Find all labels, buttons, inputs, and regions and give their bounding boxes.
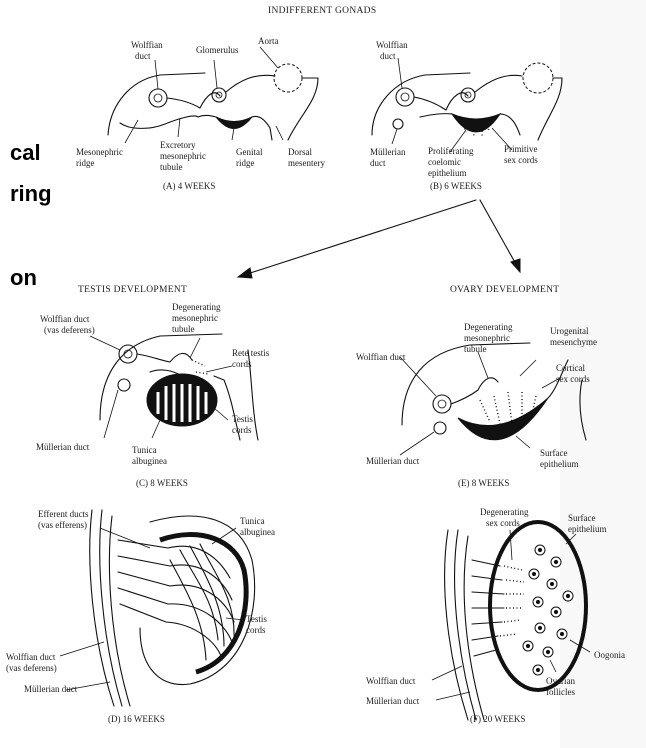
wolffian-duct-shape-c: [118, 344, 138, 364]
body-wall-outline: [107, 72, 206, 136]
coelomic-lining-c: [149, 369, 241, 441]
tunica-outline-d: [139, 515, 256, 686]
body-wall-outline-e: [401, 342, 531, 426]
mullerian-duct-shape-c: [117, 378, 131, 392]
label-glomerulus: Glomerulus: [196, 45, 239, 55]
rete-lines-f: [471, 559, 505, 657]
caption-f: (F) 20 WEEKS: [470, 714, 525, 724]
wolffian-duct-shape-b: [395, 87, 415, 107]
ovary-outline-f: [488, 520, 588, 692]
title-indifferent-gonads: INDIFFERENT GONADS: [268, 6, 376, 16]
coelomic-lining: [197, 114, 273, 141]
arrow-to-testis: [243, 199, 477, 276]
aorta-shape: [273, 63, 303, 93]
label-mullerian-c: Müllerian duct: [36, 442, 90, 452]
duct-lines-f: [444, 529, 485, 721]
wolffian-duct-shape-e: [432, 394, 452, 414]
caption-a: (A) 4 WEEKS: [163, 181, 215, 191]
heading-testis-development: TESTIS DEVELOPMENT: [78, 285, 187, 295]
label-wolffian-c: Wolffian duct(vas deferens): [40, 314, 95, 335]
heading-ovary-development: OVARY DEVELOPMENT: [450, 285, 559, 295]
surface-epithelium-shape-e: [457, 397, 549, 441]
panel-c: Wolffian duct(vas deferens) Degenerating…: [36, 302, 270, 488]
label-aorta: Aorta: [258, 36, 279, 46]
body-wall-outline-c: [99, 333, 223, 421]
slide-fragment-1: cal: [10, 140, 41, 165]
testis-cords-shape-d: [169, 543, 235, 661]
label-wolffian-d: Wolffian duct(vas deferens): [6, 652, 57, 673]
label-mullerian-f: Müllerian duct: [366, 696, 420, 706]
caption-c: (C) 8 WEEKS: [136, 478, 188, 488]
slide-fragment-2: ring: [10, 181, 52, 206]
arrow-to-ovary: [479, 199, 518, 267]
caption-d: (D) 16 WEEKS: [108, 714, 165, 724]
dorsal-wall: [287, 77, 319, 141]
body-wall-outline-b: [371, 72, 471, 136]
label-efferent: Efferent ducts(vas efferens): [38, 509, 89, 530]
caption-b: (B) 6 WEEKS: [430, 181, 482, 191]
ovarian-follicles-shape: [522, 544, 574, 676]
mesonephric-ridge-outline: [119, 115, 199, 129]
tunica-albuginea-shape-d: [159, 532, 249, 675]
scan-shading: [560, 0, 646, 748]
glomerulus-shape: [211, 87, 227, 103]
testis-cords-shape-c: [156, 384, 208, 422]
cortical-sex-cords-shape-e: [479, 391, 537, 425]
development-arrows: [236, 199, 521, 279]
aorta-shape-b: [522, 62, 554, 94]
genital-ridge-shape: [215, 116, 253, 129]
caption-e: (E) 8 WEEKS: [458, 478, 509, 488]
duct-lines-d: [89, 509, 131, 707]
label-mullerian-d: Müllerian duct: [24, 684, 78, 694]
tubule-b: [413, 92, 469, 111]
label-mullerian-e: Müllerian duct: [366, 456, 420, 466]
mullerian-duct-shape-b: [392, 118, 404, 130]
efferent-ducts-shape: [117, 539, 235, 661]
label-oogonia: Oogonia: [594, 650, 625, 660]
label-wolffian-e: Wolffian duct: [356, 352, 406, 362]
glomerular-vessel: [225, 74, 276, 93]
degenerating-cords-shape-f: [499, 565, 525, 637]
slide-fragment-3: on: [10, 265, 37, 290]
excretory-tubule-shape: [166, 92, 221, 109]
mullerian-duct-shape-e: [433, 421, 447, 435]
label-wolffian-f: Wolffian duct: [366, 676, 416, 686]
degenerating-tubule-c: [136, 352, 193, 363]
wolffian-duct-shape: [148, 88, 168, 108]
